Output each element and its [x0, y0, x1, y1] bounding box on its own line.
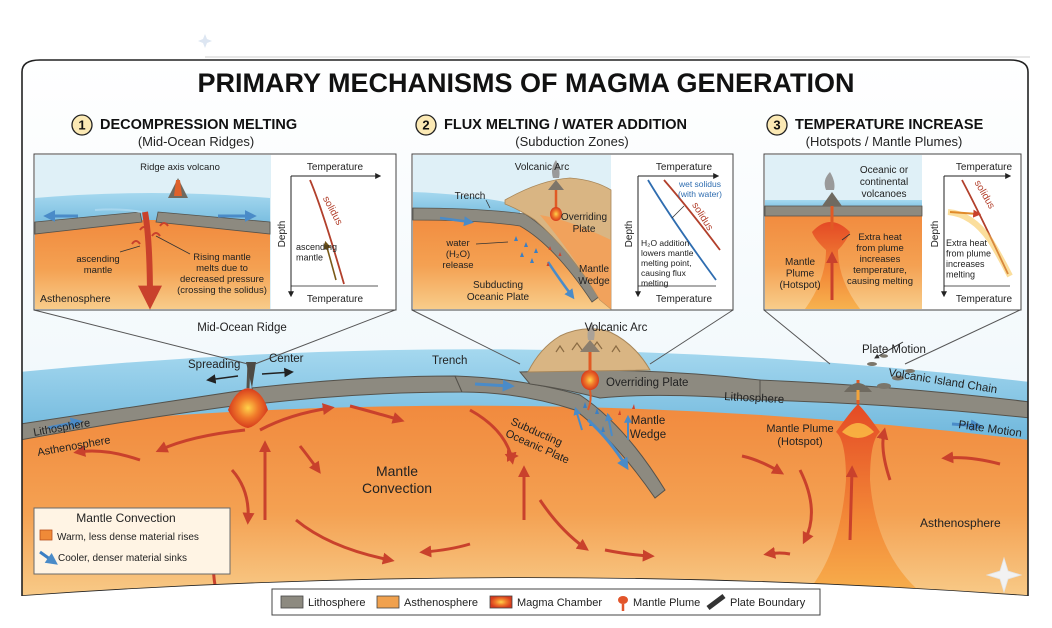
panel-1-depth-label: Depth: [277, 221, 288, 248]
legend-magma-chamber: Magma Chamber: [517, 597, 602, 609]
plate-motion-top-label: Plate Motion: [862, 344, 926, 356]
mantle-plume-label: Mantle Plume(Hotspot): [766, 423, 833, 448]
panel-2-temp-bottom-label: Temperature: [656, 294, 713, 305]
overriding-plate-label: Overriding Plate: [606, 377, 688, 389]
trench-label: Trench: [432, 355, 467, 367]
lithosphere-swatch-icon: [280, 595, 304, 609]
legend-plate-boundary: Plate Boundary: [730, 597, 806, 609]
hotspot-volcano: [844, 383, 872, 392]
legend-lithosphere: Lithosphere: [308, 597, 366, 609]
convection-warm-label: Warm, less dense material rises: [57, 532, 199, 543]
panel-2-depth-label: Depth: [624, 221, 635, 248]
svg-text:2: 2: [422, 118, 429, 133]
panel-2-temp-label: Temperature: [656, 162, 713, 173]
sparkle-icon-corner: [985, 556, 1023, 594]
diagram-text: PRIMARY MECHANISMS OF MAGMA GENERATION DE…: [32, 68, 1022, 609]
panel-3-temp-label: Temperature: [956, 162, 1013, 173]
plate-boundary-symbol-icon: [706, 594, 726, 610]
panel-decompression: [33, 153, 397, 311]
mid-ocean-ridge-label: Mid-Ocean Ridge: [197, 322, 286, 334]
lithosphere-right-label: Lithosphere: [724, 391, 785, 406]
convection-box-title: Mantle Convection: [76, 511, 175, 525]
volcanic-island-chain: [867, 354, 915, 389]
frame-border: [21, 59, 1029, 600]
panel-2-number-badge: 2: [415, 114, 437, 136]
spreading-label: Spreading: [188, 359, 240, 371]
volcanic-arc-label: Volcanic Arc: [585, 322, 648, 334]
panel-1-subheading: (Mid-Ocean Ridges): [138, 134, 254, 149]
ridge-magma-chamber: [228, 388, 268, 428]
convection-cool-label: Cooler, denser material sinks: [58, 553, 187, 564]
panel-flux-melting: [411, 153, 734, 311]
sparkle-icon-top: [198, 34, 212, 48]
panel-3-subheading: (Hotspots / Mantle Plumes): [806, 134, 963, 149]
wet-solidus-label: wet solidus(with water): [678, 179, 722, 199]
panel-1-asthenosphere-label: Asthenosphere: [40, 293, 111, 305]
ridge-volcano-label: Ridge axis volcano: [140, 162, 220, 173]
convection-legend-box: [33, 507, 231, 575]
magma-swatch-icon: [489, 595, 513, 609]
bottom-legend: [271, 588, 821, 616]
diagram-frame: [22, 60, 1028, 600]
panel-3-temp-bottom-label: Temperature: [956, 294, 1013, 305]
warm-swatch-icon: [39, 529, 53, 541]
panel-3-depth-label: Depth: [930, 221, 941, 248]
panel-1-heading: DECOMPRESSION MELTING: [100, 117, 297, 133]
panel-temperature-increase: [763, 153, 1022, 311]
main-cross-section: [22, 322, 1028, 600]
svg-text:3: 3: [773, 118, 780, 133]
panel-2-subheading: (Subduction Zones): [515, 134, 628, 149]
panel-2-water-label: water(H₂O)release: [442, 238, 473, 271]
panel-2-trench-label: Trench: [455, 191, 486, 202]
main-mantle-plume: [800, 404, 930, 600]
mantle-plume-symbol-icon: [618, 596, 628, 611]
panel-2-arc-label: Volcanic Arc: [515, 162, 569, 173]
center-label: Center: [269, 353, 304, 365]
legend-mantle-plume: Mantle Plume: [633, 597, 700, 609]
panel-1-number-badge: 1: [71, 114, 93, 136]
cool-arrow-icon: [39, 550, 58, 565]
panel-1-temp-bottom-label: Temperature: [307, 294, 364, 305]
page-title: PRIMARY MECHANISMS OF MAGMA GENERATION: [197, 68, 854, 98]
panel-2-heading: FLUX MELTING / WATER ADDITION: [444, 117, 687, 133]
legend-asthenosphere: Asthenosphere: [404, 597, 478, 609]
panel-1-temp-label: Temperature: [307, 162, 364, 173]
panel-3-heading: TEMPERATURE INCREASE: [795, 117, 984, 133]
svg-text:1: 1: [78, 118, 85, 133]
panel-3-number-badge: 3: [766, 114, 788, 136]
asthenosphere-swatch-icon: [376, 595, 400, 609]
water-release-marks: [573, 402, 635, 440]
asthenosphere-right-label: Asthenosphere: [920, 516, 1001, 530]
